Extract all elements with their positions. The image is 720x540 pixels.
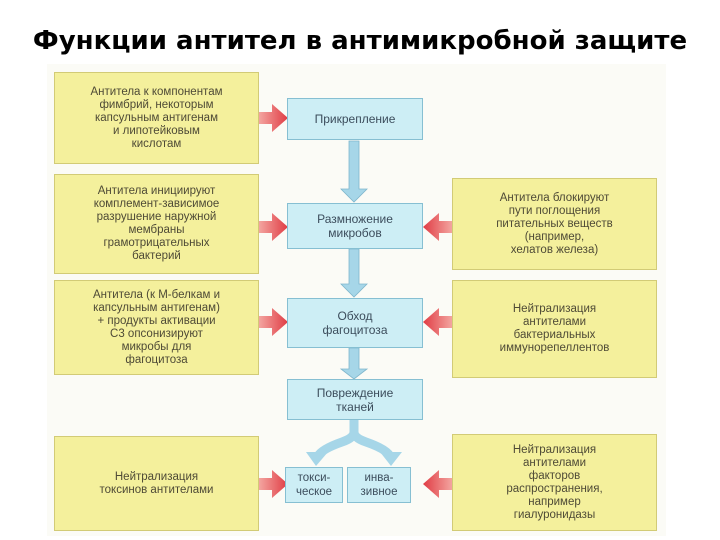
page-title: Функции антител в антимикробной защите [32,26,688,56]
center-box-attachment: Прикрепление [287,98,423,140]
arrow-right-3 [423,470,452,498]
center-box-multiplication: Размножение микробов [287,203,423,249]
arrow-left-3 [259,308,288,336]
bottom-box-invasive: инва- зивное [347,467,411,503]
arrow-left-2 [259,213,288,241]
center-box-tissue-damage: Повреждение тканей [287,379,423,420]
right-box-immunorepellent: Нейтрализация антителами бактериальных и… [452,280,657,378]
arrow-down-3 [339,347,369,380]
left-box-toxin-neutralization: Нейтрализация токсинов антителами [54,436,259,531]
fork-arrow [306,420,402,466]
left-box-opsonization: Антитела (к М-белкам и капсульным антиге… [54,280,259,375]
arrow-right-1 [423,213,452,241]
center-box-phagocytosis-evasion: Обход фагоцитоза [287,298,423,348]
left-box-attachment: Антитела к компонентам фимбрий, некоторы… [54,72,259,164]
left-box-complement: Антитела инициируют комплемент-зависимое… [54,174,259,274]
bottom-box-toxic: токси- ческое [285,467,343,503]
arrow-right-2 [423,308,452,336]
right-box-spreading-factors: Нейтрализация антителами факторов распро… [452,434,657,531]
right-box-nutrient-block: Антитела блокируют пути поглощения питат… [452,178,657,270]
arrow-left-1 [259,104,288,132]
arrow-down-2 [340,248,368,298]
arrow-down-1 [340,140,368,203]
arrow-left-4 [259,470,288,498]
